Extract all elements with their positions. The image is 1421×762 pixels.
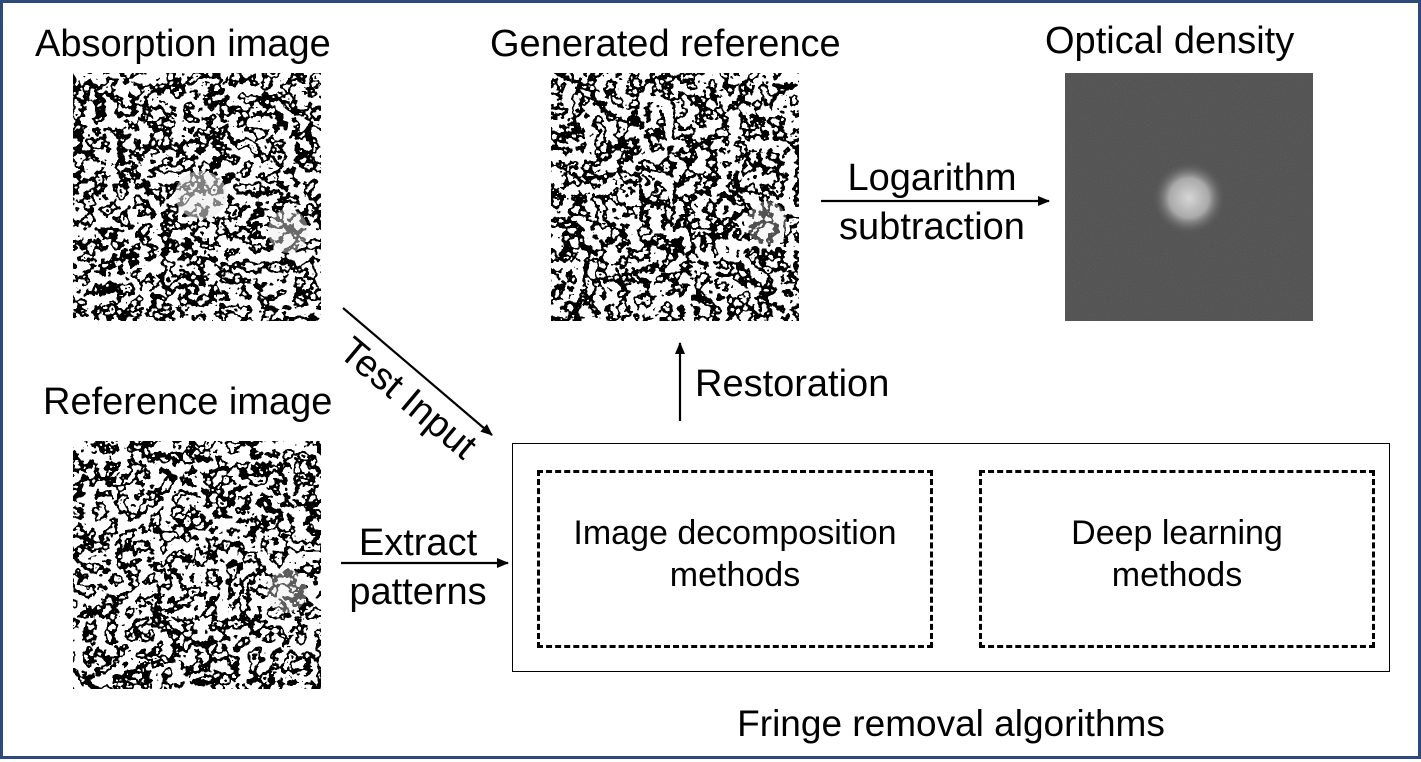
test-input-arrow <box>342 307 493 436</box>
deep-learning-line1: Deep learning <box>1071 514 1283 552</box>
image-decomposition-line1: Image decomposition <box>573 514 897 552</box>
diagram-arrows <box>341 196 1050 568</box>
reference-image-title: Reference image <box>43 381 333 423</box>
generated-reference-title: Generated reference <box>490 23 841 65</box>
absorption-image <box>73 73 321 321</box>
generated-reference-image <box>551 73 799 321</box>
restoration-label: Restoration <box>695 363 890 405</box>
logarithm-label-line1: Logarithm <box>847 157 1017 199</box>
optical-density-image <box>1065 73 1313 321</box>
optical-density-title: Optical density <box>1045 20 1295 62</box>
logarithm-label-line2: subtraction <box>839 206 1025 248</box>
image-decomposition-line2: methods <box>669 556 801 594</box>
reference-image <box>73 441 321 689</box>
fringe-removal-box: Image decomposition methods Deep learnin… <box>512 443 1390 672</box>
absorption-image-title: Absorption image <box>35 23 331 65</box>
extract-label-line1: Extract <box>358 522 478 564</box>
extract-label-line2: patterns <box>349 571 487 613</box>
fringe-removal-caption: Fringe removal algorithms <box>737 703 1165 744</box>
deep-learning-box: Deep learning methods <box>979 470 1375 648</box>
image-decomposition-box: Image decomposition methods <box>537 470 933 648</box>
deep-learning-line2: methods <box>1111 556 1243 594</box>
